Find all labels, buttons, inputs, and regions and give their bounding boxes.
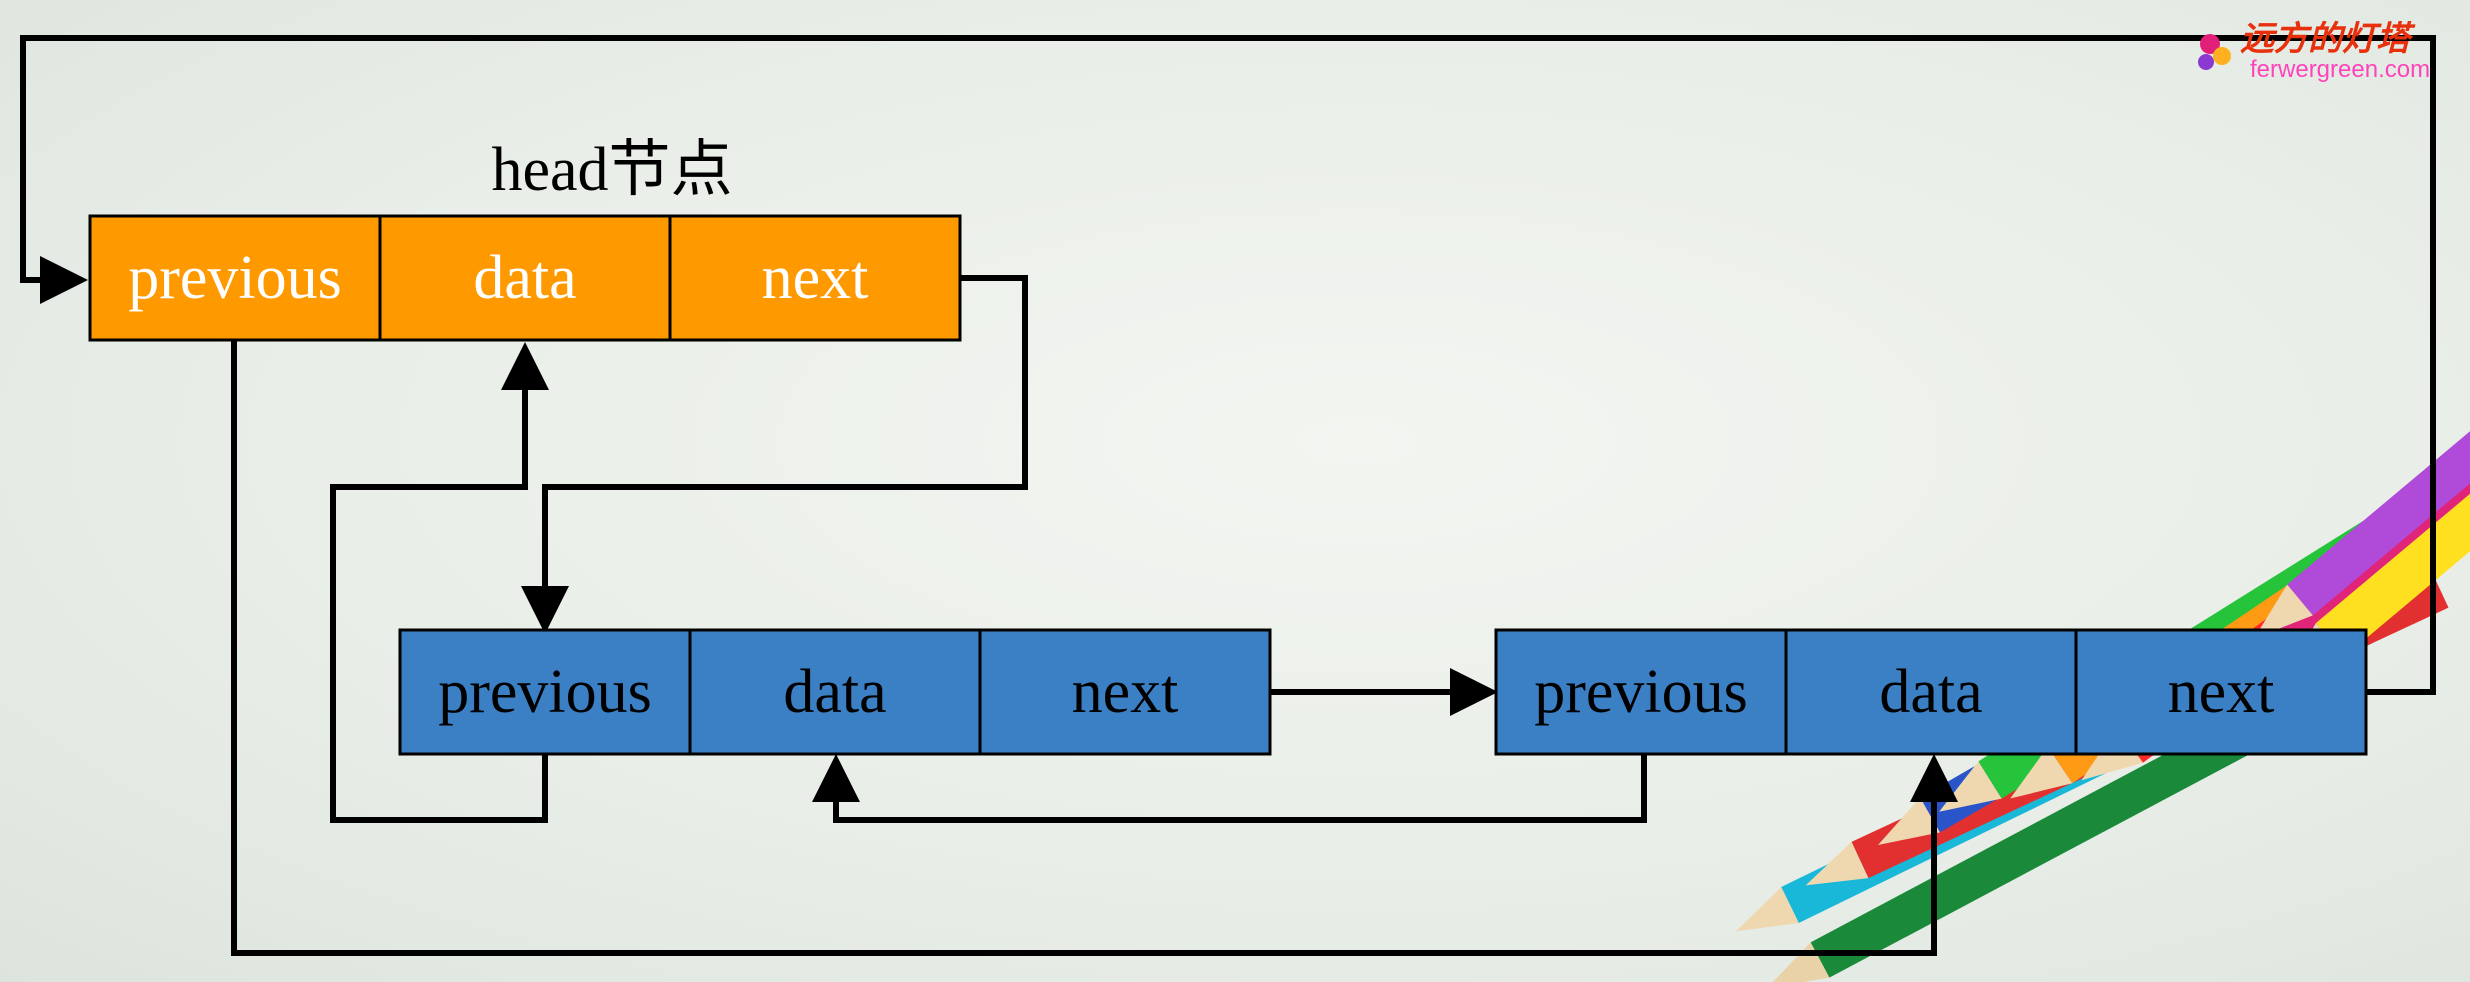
node1-previous-label: previous [438,658,652,726]
node2-next-label: next [2168,658,2275,726]
watermark-logo-icon [2198,34,2231,70]
links [20,35,2436,956]
link-node1-previous-to-head-data [330,342,549,823]
pencils-decoration [1736,250,2470,982]
node-head: previous data next [88,214,962,342]
head-next-label: next [762,244,869,312]
node1-data-label: data [783,658,886,726]
watermark-url: ferwergreen.com [2250,56,2430,83]
link-node2-next-to-head-previous [20,35,2436,695]
node2-next-cell [2074,628,2368,756]
head-data-cell [378,214,672,342]
head-previous-label: previous [128,244,342,312]
node2-data-label: data [1879,658,1982,726]
watermark-text-cn: 远方的灯塔 [2240,19,2416,59]
link-node2-previous-to-node1-data [812,718,1647,823]
link-head-next-to-node1-previous [521,275,1028,634]
watermark: 远方的灯塔 ferwergreen.com [2198,19,2430,83]
link-head-previous-to-node2-data [231,305,1958,956]
node1-previous-cell [398,628,692,756]
head-data-label: data [473,244,576,312]
head-previous-cell [88,214,382,342]
node2-data-cell [1784,628,2078,756]
node2-previous-cell [1494,628,1788,756]
node-node2: previous data next [1494,628,2368,756]
node1-next-label: next [1072,658,1179,726]
node-node1: previous data next [398,628,1272,756]
head-node-title: head节点 [491,136,732,204]
node2-previous-label: previous [1534,658,1748,726]
node1-next-cell [978,628,1272,756]
head-next-cell [668,214,962,342]
